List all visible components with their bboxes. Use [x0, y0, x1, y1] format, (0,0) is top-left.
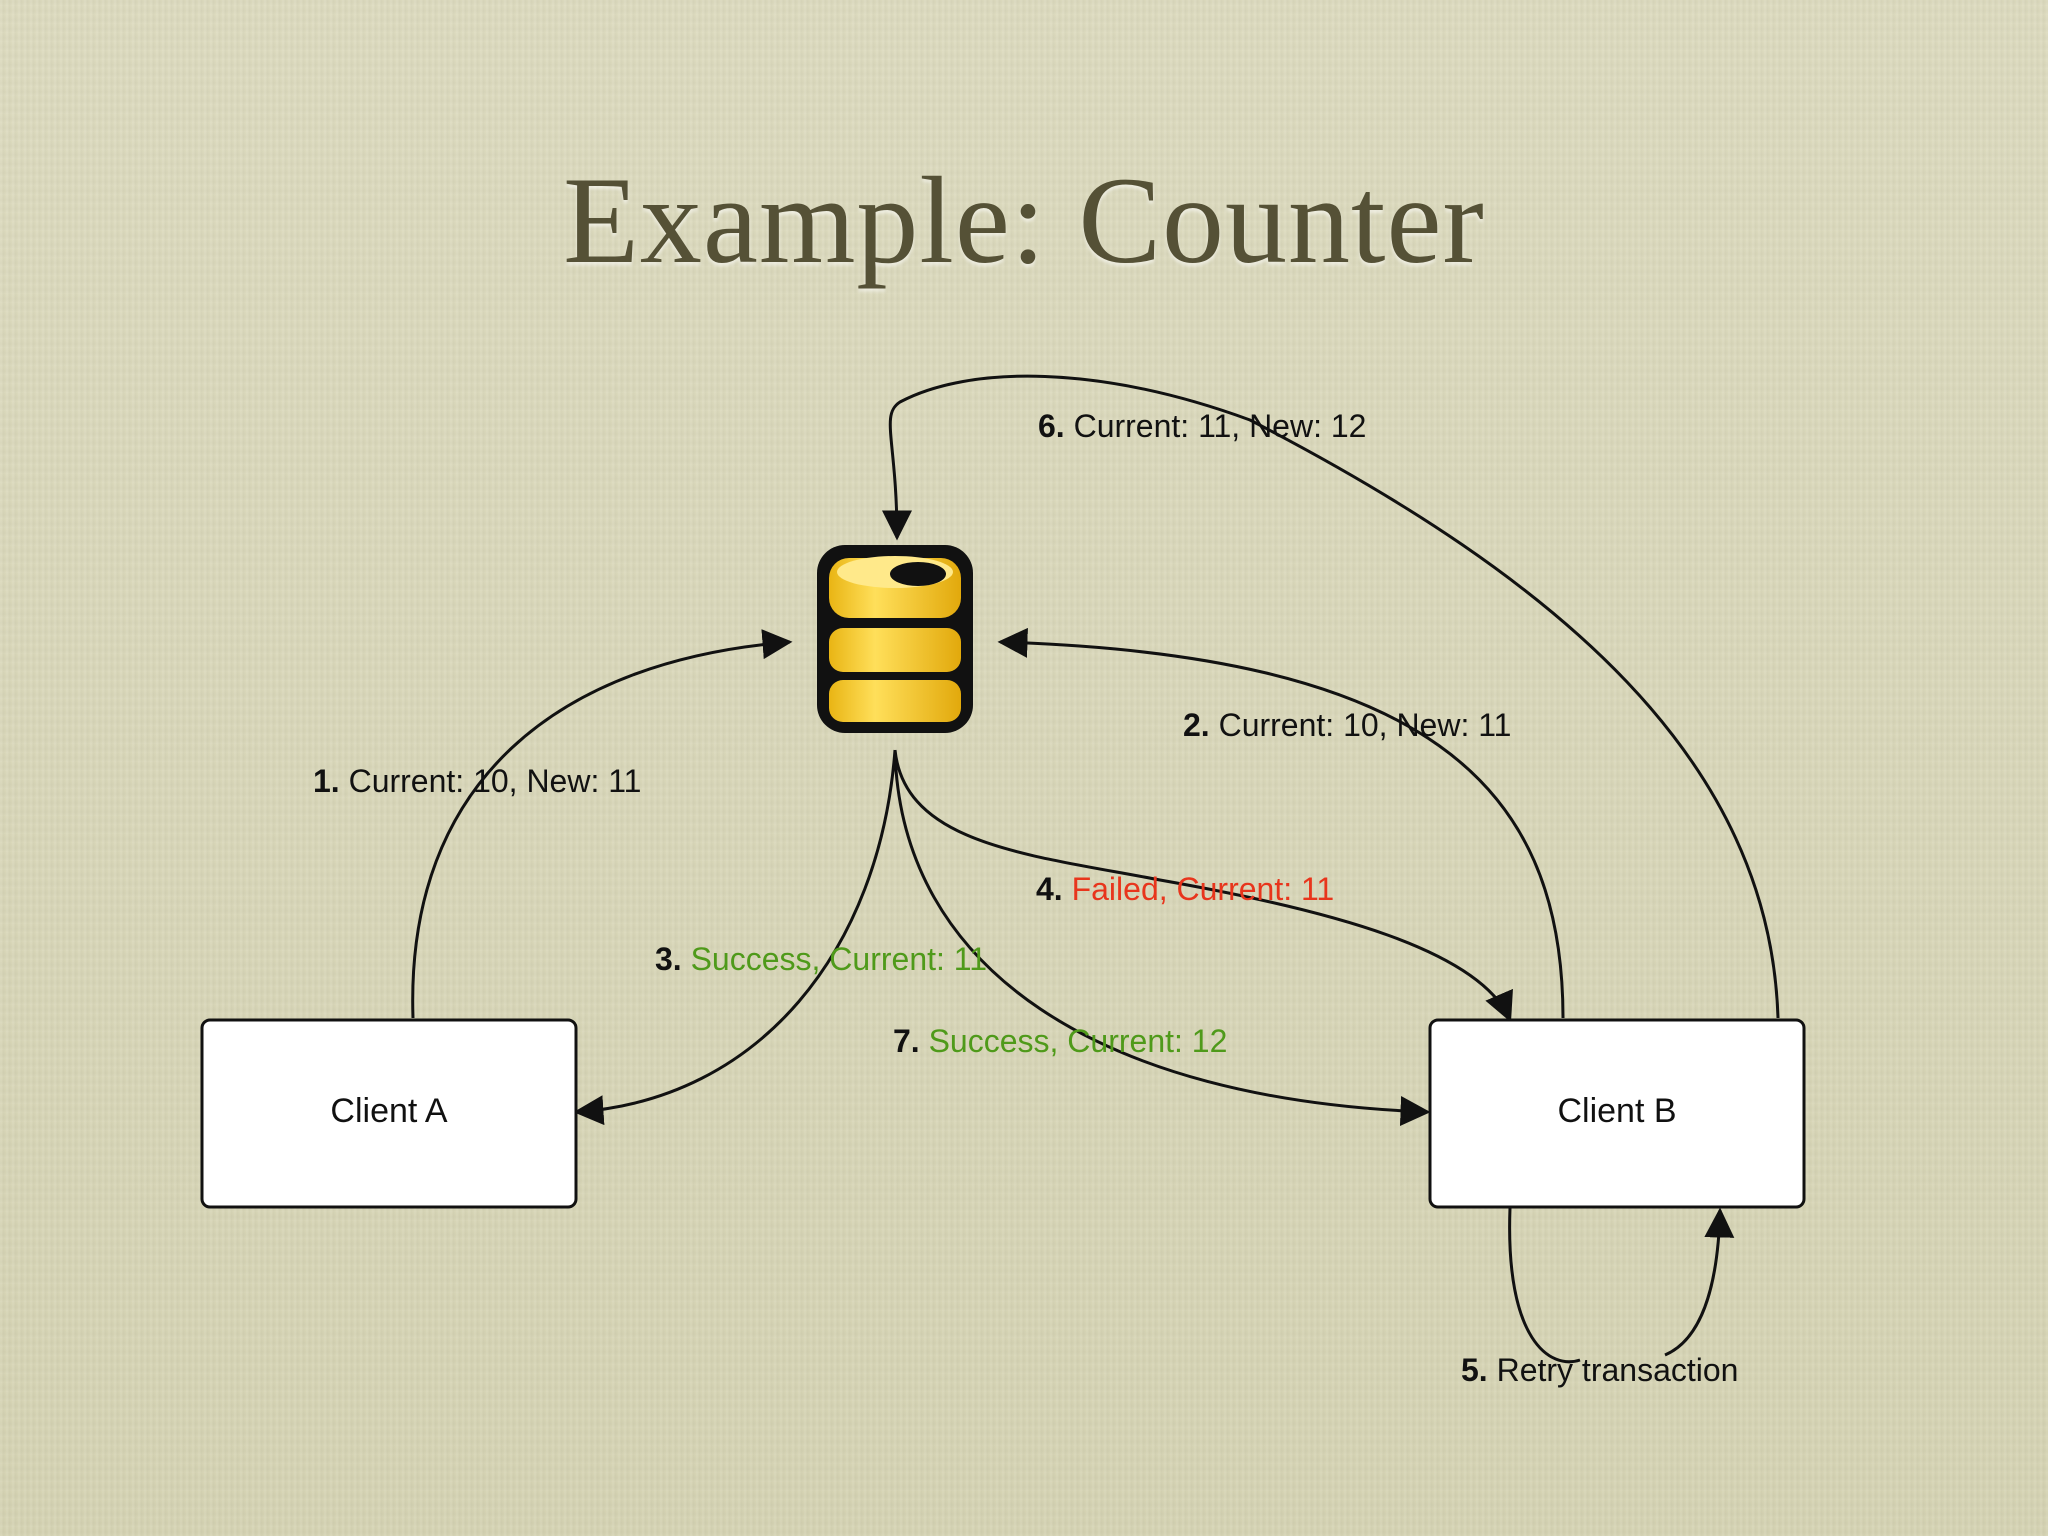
edge-step-1 — [411, 629, 793, 1019]
client-a-node: Client A — [200, 1018, 578, 1209]
step-6-label: 6. Current: 11, New: 12 — [1038, 408, 1366, 444]
edge-step-3 — [573, 749, 897, 1126]
edge-step-6 — [881, 374, 1780, 1019]
step-3-label: 3. Success, Current: 11 — [655, 941, 987, 977]
step-4-label: 4. Failed, Current: 11 — [1036, 871, 1334, 907]
database-icon — [817, 545, 973, 733]
edge-step-7 — [893, 749, 1431, 1126]
edge-step-4 — [893, 749, 1513, 1023]
edge-step-5 — [1508, 1208, 1720, 1364]
client-a-label: Client A — [330, 1092, 447, 1130]
step-7-label: 7. Success, Current: 12 — [893, 1023, 1227, 1059]
step-2-label: 2. Current: 10, New: 11 — [1183, 707, 1511, 743]
slide-title: Example: Counter — [563, 152, 1485, 289]
client-b-label: Client B — [1557, 1092, 1676, 1130]
edge-step-2 — [997, 627, 1565, 1019]
step-5-label: 5. Retry transaction — [1461, 1352, 1738, 1388]
step-1-label: 1. Current: 10, New: 11 — [313, 763, 641, 799]
client-b-node: Client B — [1428, 1018, 1806, 1209]
